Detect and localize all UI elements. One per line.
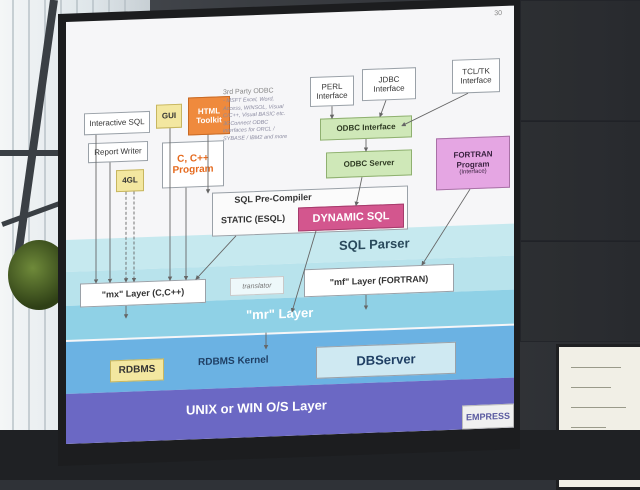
mr-layer-label: "mr" Layer	[246, 304, 314, 323]
sql-parser-label: SQL Parser	[339, 235, 410, 253]
dynamic-sql-box: DYNAMIC SQL	[298, 203, 404, 232]
window-frame-horizontal	[0, 150, 80, 156]
mx-layer-box: "mx" Layer (C,C++)	[80, 278, 206, 308]
mf-layer-box: "mf" Layer (FORTRAN)	[304, 263, 454, 298]
wall-panel	[520, 240, 640, 342]
static-esql-label: STATIC (ESQL)	[221, 212, 286, 226]
odbc-note-title: 3rd Party ODBC	[223, 87, 274, 97]
arrow-jdbc	[379, 100, 387, 118]
dbserver-box: DBServer	[316, 341, 456, 379]
fortran-program-label: FORTRAN Program	[453, 149, 493, 170]
projection-screen: 30 Interactive SQL GUI HTML Toolkit Repo…	[66, 5, 514, 445]
interactive-sql-box: Interactive SQL	[84, 110, 150, 136]
4gl-box: 4GL	[116, 169, 144, 193]
fortran-interface-label: (Interface)	[459, 168, 487, 176]
odbc-note-text: - MSFT Excel, Word, Access, WINSOL, Visu…	[223, 96, 288, 142]
tcltk-interface-box: TCL/TK Interface	[452, 58, 500, 94]
perl-interface-box: PERL Interface	[310, 75, 354, 108]
odbc-server-box: ODBC Server	[326, 149, 412, 179]
gui-box: GUI	[156, 103, 182, 129]
slide-page-number: 30	[494, 10, 502, 18]
translator-label: translator	[230, 276, 284, 296]
wall-panel	[520, 0, 640, 122]
jdbc-interface-box: JDBC Interface	[362, 67, 416, 102]
sql-precompiler-label: SQL Pre-Compiler	[234, 191, 312, 205]
wall-panel	[520, 120, 640, 242]
empress-logo: EMPRESS	[462, 403, 514, 430]
rdbms-box: RDBMS	[110, 358, 164, 383]
report-writer-box: Report Writer	[88, 140, 148, 164]
c-cpp-program-box: C, C++ Program	[162, 140, 224, 189]
odbc-note: 3rd Party ODBC - MSFT Excel, Word, Acces…	[223, 86, 291, 143]
odbc-interface-box: ODBC Interface	[320, 115, 412, 141]
fortran-program-box: FORTRAN Program (Interface)	[436, 135, 510, 191]
